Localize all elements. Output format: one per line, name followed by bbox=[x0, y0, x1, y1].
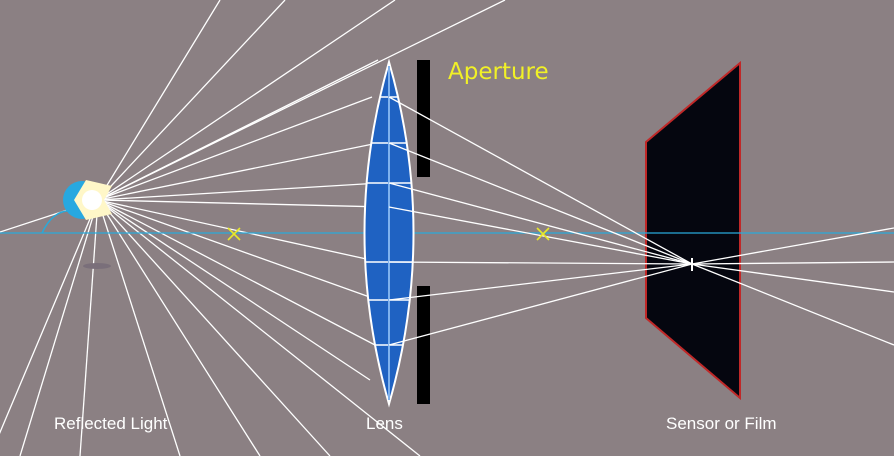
ray bbox=[97, 199, 376, 346]
ray bbox=[97, 199, 181, 456]
refracted-ray bbox=[388, 263, 693, 301]
ray bbox=[97, 0, 221, 201]
ray bbox=[97, 199, 386, 208]
ray bbox=[0, 199, 99, 434]
ray bbox=[97, 0, 286, 201]
ray bbox=[97, 59, 379, 201]
ray bbox=[97, 199, 331, 456]
ray bbox=[97, 182, 381, 201]
refracted-ray bbox=[388, 261, 693, 265]
ray bbox=[97, 199, 379, 301]
ray bbox=[97, 199, 381, 263]
ray bbox=[97, 142, 379, 201]
focal-point-left-icon bbox=[227, 227, 241, 241]
lens bbox=[363, 58, 415, 408]
focal-point-right-icon bbox=[536, 227, 550, 241]
ray bbox=[97, 199, 261, 456]
aperture-blade-top bbox=[417, 60, 430, 177]
emitted-rays bbox=[0, 0, 506, 456]
aperture-label: Aperture bbox=[448, 59, 549, 85]
refracted-ray bbox=[388, 182, 693, 265]
ray bbox=[19, 199, 99, 456]
ray bbox=[79, 199, 99, 456]
refracted-ray bbox=[388, 263, 693, 346]
aperture-blade-bottom bbox=[417, 286, 430, 404]
exit-ray bbox=[691, 263, 894, 293]
reflected-light-label: Reflected Light bbox=[54, 414, 168, 433]
refracted-rays bbox=[388, 96, 693, 346]
ray bbox=[97, 199, 371, 381]
exit-ray bbox=[691, 263, 894, 346]
ray bbox=[97, 96, 373, 201]
exit-ray bbox=[691, 227, 894, 265]
diverging-rays bbox=[691, 227, 894, 346]
ray bbox=[97, 199, 421, 456]
sensor-plane bbox=[645, 60, 741, 401]
lens-label: Lens bbox=[366, 414, 403, 433]
exit-ray bbox=[691, 261, 894, 265]
light-bulb-icon bbox=[41, 180, 112, 269]
ray bbox=[97, 0, 396, 201]
refracted-ray bbox=[388, 142, 693, 265]
refracted-ray bbox=[388, 96, 693, 265]
sensor-label: Sensor or Film bbox=[666, 414, 777, 433]
